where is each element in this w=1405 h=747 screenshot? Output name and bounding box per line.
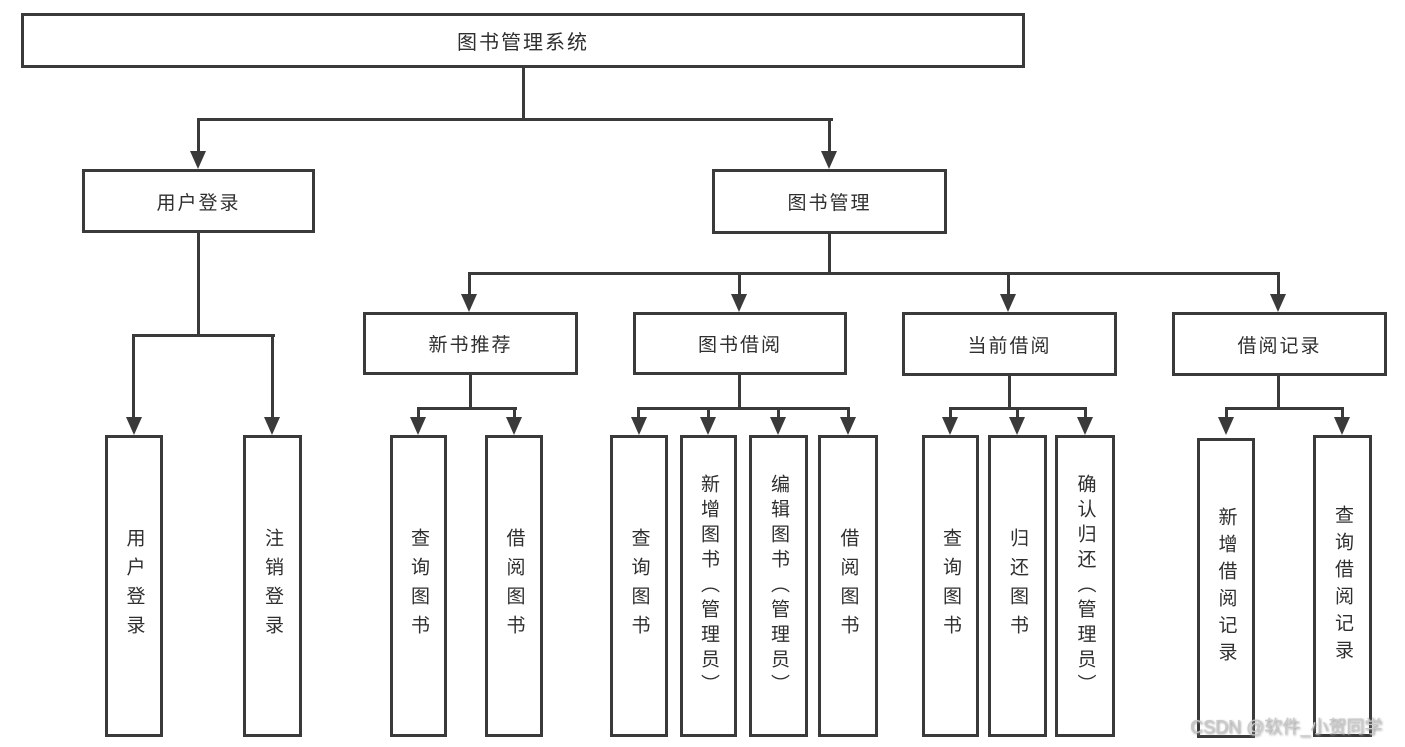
arrowhead-icon xyxy=(1000,294,1016,312)
leaf-borrow-borrow-books: 借阅图书 xyxy=(818,435,878,737)
connector xyxy=(847,407,850,419)
arrowhead-icon xyxy=(1334,417,1350,435)
leaf-label: 归还图书 xyxy=(1007,528,1028,644)
connector xyxy=(1277,272,1280,295)
leaf-label: 新增图书（管理员） xyxy=(698,473,719,699)
leaf-label: 查询图书 xyxy=(628,528,650,644)
connector xyxy=(197,118,833,121)
connector xyxy=(637,407,640,419)
connector xyxy=(828,234,831,274)
arrowhead-icon xyxy=(126,417,142,435)
connector xyxy=(738,272,741,295)
arrowhead-icon xyxy=(631,417,647,435)
connector xyxy=(1225,407,1228,419)
arrowhead-icon xyxy=(410,417,426,435)
node-user-login: 用户登录 xyxy=(82,169,315,233)
leaf-label: 查询借阅记录 xyxy=(1332,505,1353,667)
leaf-user-login: 用户登录 xyxy=(105,435,163,737)
connector xyxy=(707,407,710,419)
arrowhead-icon xyxy=(700,417,716,435)
connector xyxy=(513,407,516,419)
arrowhead-icon xyxy=(264,417,280,435)
leaf-records-query-record: 查询借阅记录 xyxy=(1313,435,1372,737)
arrowhead-icon xyxy=(190,151,206,169)
connector xyxy=(132,334,135,418)
node-borrow-records: 借阅记录 xyxy=(1172,312,1387,376)
csdn-watermark: CSDN @软件_小贺同学 xyxy=(1190,717,1383,737)
leaf-label: 查询图书 xyxy=(408,528,429,644)
leaf-current-return-books: 归还图书 xyxy=(988,435,1047,737)
leaf-logout: 注销登录 xyxy=(243,435,302,737)
connector xyxy=(949,407,952,419)
connector xyxy=(738,375,741,409)
arrowhead-icon xyxy=(821,151,837,169)
arrowhead-icon xyxy=(461,294,477,312)
leaf-label: 查询图书 xyxy=(940,528,961,644)
leaf-label: 借阅图书 xyxy=(837,528,859,644)
arrowhead-icon xyxy=(731,294,747,312)
connector xyxy=(417,407,517,410)
leaf-label: 借阅图书 xyxy=(503,528,525,644)
leaf-recommend-borrow-books: 借阅图书 xyxy=(485,435,543,737)
leaf-label: 确认归还（管理员） xyxy=(1074,473,1096,699)
connector xyxy=(468,272,1280,275)
connector xyxy=(777,407,780,419)
node-current-borrow: 当前借阅 xyxy=(902,312,1117,376)
connector xyxy=(271,334,274,418)
connector xyxy=(197,118,200,152)
connector xyxy=(637,407,850,410)
leaf-records-add-record: 新增借阅记录 xyxy=(1197,438,1255,738)
arrowhead-icon xyxy=(770,417,786,435)
connector xyxy=(1016,407,1019,419)
connector xyxy=(1008,375,1011,409)
connector xyxy=(417,407,420,419)
connector xyxy=(1277,375,1280,409)
leaf-label: 用户登录 xyxy=(123,528,145,644)
arrowhead-icon xyxy=(840,417,856,435)
connector xyxy=(468,272,471,295)
leaf-recommend-query-books: 查询图书 xyxy=(390,435,447,737)
leaf-current-confirm-return-admin: 确认归还（管理员） xyxy=(1055,435,1115,737)
connector xyxy=(1084,407,1087,419)
node-book-management: 图书管理 xyxy=(712,169,947,234)
leaf-borrow-query-books: 查询图书 xyxy=(610,435,668,737)
leaf-borrow-edit-books-admin: 编辑图书（管理员） xyxy=(749,435,808,737)
node-root-system: 图书管理系统 xyxy=(21,13,1025,68)
leaf-label: 新增借阅记录 xyxy=(1215,507,1237,669)
leaf-current-query-books: 查询图书 xyxy=(922,435,979,737)
connector xyxy=(1225,407,1344,410)
node-book-borrow: 图书借阅 xyxy=(633,312,847,375)
connector xyxy=(197,233,200,336)
connector xyxy=(522,68,525,119)
arrowhead-icon xyxy=(1077,417,1093,435)
arrowhead-icon xyxy=(1270,294,1286,312)
leaf-borrow-add-books-admin: 新增图书（管理员） xyxy=(680,435,737,737)
node-new-book-recommend: 新书推荐 xyxy=(363,312,578,375)
connector xyxy=(132,334,275,337)
arrowhead-icon xyxy=(1009,417,1025,435)
connector xyxy=(469,375,472,409)
leaf-label: 编辑图书（管理员） xyxy=(768,473,789,699)
arrowhead-icon xyxy=(1218,417,1234,435)
leaf-label: 注销登录 xyxy=(262,528,283,644)
connector xyxy=(828,118,831,152)
arrowhead-icon xyxy=(942,417,958,435)
arrowhead-icon xyxy=(506,417,522,435)
connector xyxy=(1341,407,1344,419)
connector xyxy=(1007,272,1010,295)
